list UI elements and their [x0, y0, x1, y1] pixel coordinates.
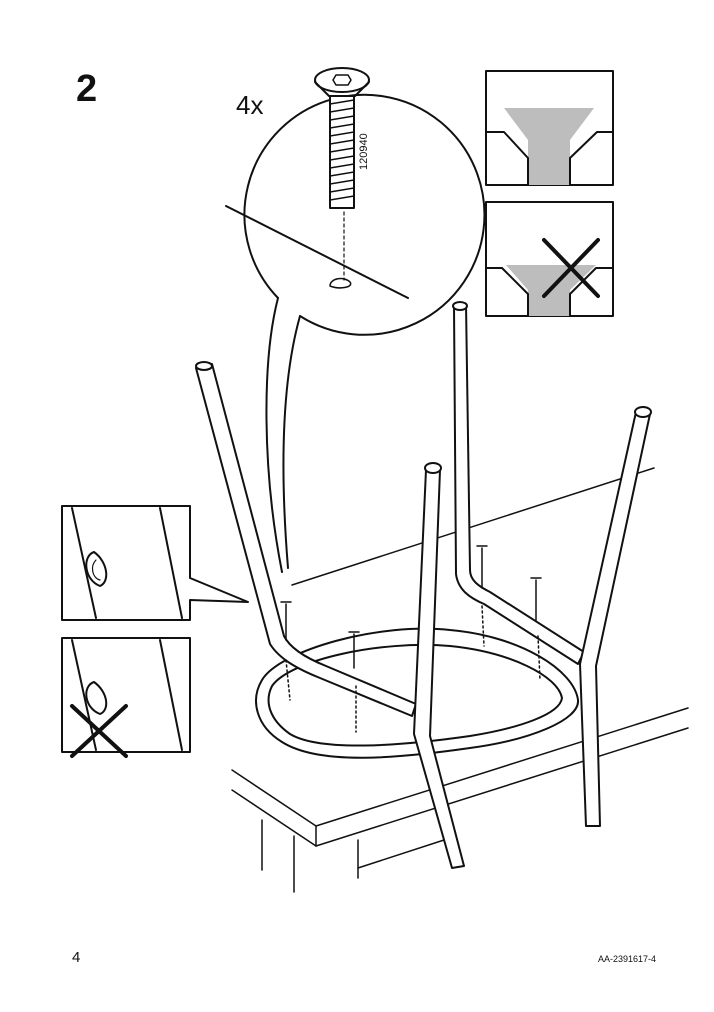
incorrect-countersink-detail: [485, 201, 614, 317]
table: [231, 467, 689, 893]
incorrect-hole-detail: [61, 637, 191, 758]
screw-quantity: 4x: [236, 90, 264, 120]
chair-frame: [195, 301, 652, 869]
document-code: AA-2391617-4: [598, 954, 657, 964]
screws-in-position: [280, 545, 542, 733]
correct-hole-detail: [61, 505, 249, 621]
correct-countersink-detail: [485, 70, 614, 186]
page-number: 4: [72, 949, 81, 966]
screw-icon: [314, 67, 370, 209]
screw-detail-callout: [225, 93, 486, 573]
step-number: 2: [76, 68, 98, 110]
screw-part-number: 120940: [358, 133, 370, 170]
